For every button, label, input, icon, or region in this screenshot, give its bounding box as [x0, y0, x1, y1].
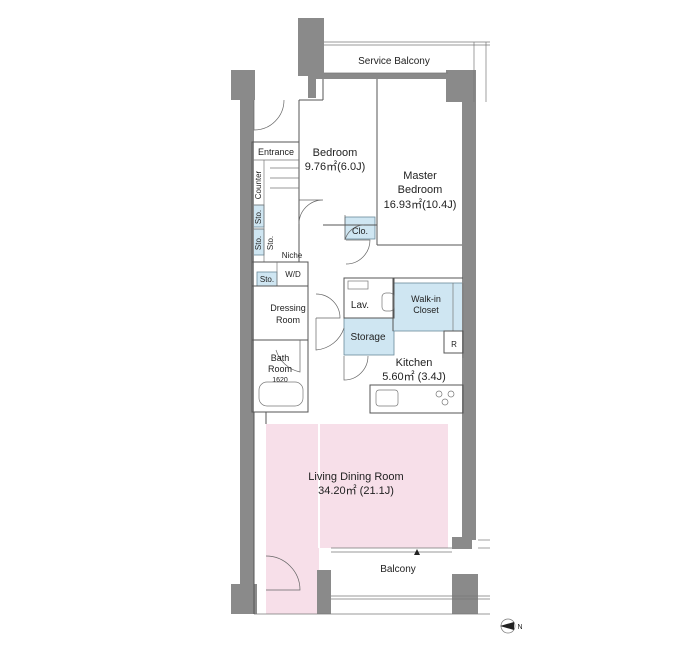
storage-fills: [251, 204, 464, 356]
storage-label-1: Sto.: [254, 210, 263, 224]
service-balcony-label: Service Balcony: [358, 56, 430, 67]
storage-label-3: Sto.: [266, 236, 275, 250]
storage-label-2: Sto.: [254, 236, 263, 250]
walk-in-closet-label-1: Walk-in: [411, 294, 441, 304]
counter-label: Counter: [254, 170, 263, 199]
refrigerator-label: R: [451, 340, 457, 349]
bedroom-area: 9.76㎡(6.0J): [305, 160, 366, 173]
entrance-label: Entrance: [258, 147, 294, 157]
bath-size-label: 1620: [272, 377, 288, 384]
exterior-walls: [231, 18, 478, 614]
compass-north-label: N: [517, 624, 522, 631]
master-bedroom-name-2: Bedroom: [398, 184, 443, 196]
master-bedroom-area: 16.93㎡(10.4J): [384, 198, 457, 211]
walk-in-closet-label-2: Closet: [413, 305, 439, 315]
service-balcony: [324, 41, 490, 102]
storage-label-4: Sto.: [260, 275, 274, 284]
washer-dryer-label: W/D: [285, 270, 301, 279]
north-compass: N: [500, 618, 523, 634]
balcony-area: [254, 539, 490, 615]
interior-walls: [251, 79, 464, 614]
lavatory-label: Lav.: [351, 300, 369, 311]
dressing-room-label-1: Dressing: [270, 303, 306, 313]
storage-room-label: Storage: [350, 332, 385, 343]
kitchen-area: 5.60㎡ (3.4J): [382, 370, 446, 383]
living-dining-area: 34.20㎡ (21.1J): [318, 484, 394, 497]
niche-label: Niche: [282, 251, 303, 260]
balcony-label: Balcony: [380, 564, 416, 575]
bath-room-label-1: Bath: [271, 353, 290, 363]
door-swings: [253, 99, 371, 591]
kitchen-name: Kitchen: [396, 357, 433, 369]
living-floor: [266, 424, 448, 614]
master-bedroom-name-1: Master: [403, 170, 437, 182]
living-dining-name: Living Dining Room: [308, 471, 403, 483]
closet-label: Clo.: [352, 226, 368, 236]
bedroom-name: Bedroom: [313, 147, 358, 159]
dressing-room-label-2: Room: [276, 315, 300, 325]
bath-room-label-2: Room: [268, 364, 292, 374]
